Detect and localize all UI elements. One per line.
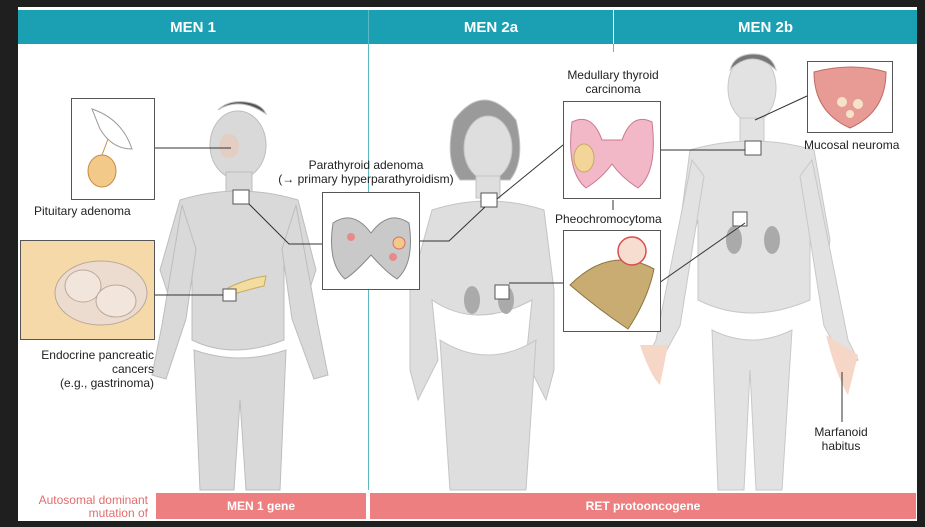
men1-gene-bar: MEN 1 gene [156,493,366,519]
pancreatic-label-line2: cancers [111,362,154,376]
parathyroid-label-line2: (→ primary hyperparathyroidism) [278,172,454,186]
medullary-image [563,101,661,199]
medullary-label: Medullary thyroid carcinoma [554,68,672,96]
pancreas-illustration [54,260,148,326]
pheo-label: Pheochromocytoma [555,212,662,226]
column-divider-2 [613,44,614,52]
medullary-label-line2: carcinoma [585,82,641,96]
marfanoid-label-line1: Marfanoid [814,425,868,439]
adrenal-illustration [569,236,655,330]
men2b-figure [645,53,859,491]
pancreatic-label-line3: (e.g., gastrinoma) [59,376,154,390]
footer-label: Autosomal dominant mutation of [22,494,148,520]
parathyroid-label-line1: Parathyroid adenoma [308,158,424,172]
parathyroid-label: Parathyroid adenoma (→ primary hyperpara… [268,158,464,186]
mucosal-label: Mucosal neuroma [804,138,900,152]
pituitary-image [71,98,155,200]
tongue-illustration [813,66,887,129]
marfanoid-label-line2: habitus [821,439,861,453]
marfanoid-label: Marfanoid habitus [806,425,876,453]
medullary-label-line1: Medullary thyroid [567,68,659,82]
pancreatic-image [20,240,155,340]
mucosal-image [807,61,893,133]
footer-label-line2: mutation of [88,506,148,520]
parathyroid-illustration [331,217,411,280]
pancreatic-label: Endocrine pancreatic cancers (e.g., gast… [18,348,154,390]
ret-protooncogene-bar: RET protooncogene [370,493,916,519]
header-men2a: MEN 2a [369,10,613,44]
men2a-figure [409,99,555,491]
header-men2b: MEN 2b [614,10,917,44]
men1-figure [151,101,329,491]
header-men1: MEN 1 [18,10,368,44]
pituitary-label: Pituitary adenoma [34,204,131,218]
pituitary-illustration [87,108,133,188]
pheo-image [563,230,661,332]
parathyroid-image [322,192,420,290]
thyroid-illustration [570,118,654,189]
footer-label-line1: Autosomal dominant [38,493,148,507]
pancreatic-label-line1: Endocrine pancreatic [41,348,154,362]
